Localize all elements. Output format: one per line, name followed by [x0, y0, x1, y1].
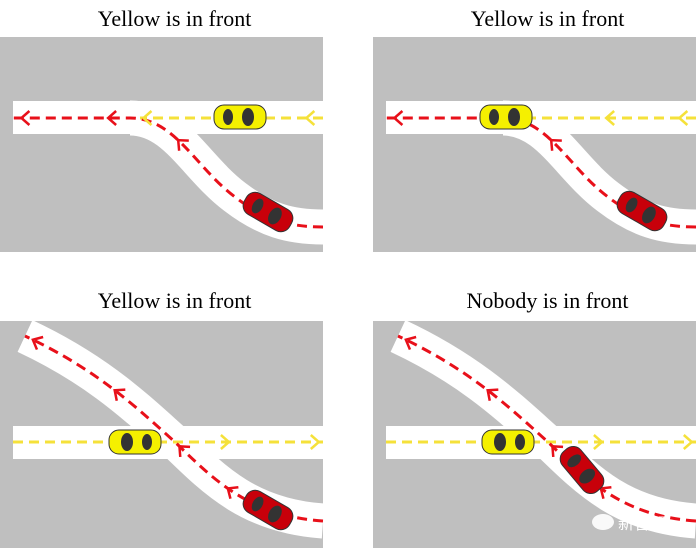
yellow-car-body — [108, 429, 162, 455]
red-car-window — [579, 468, 596, 484]
red-car-window — [625, 197, 638, 213]
panel-3 — [0, 320, 325, 548]
yellow-direction-arrow — [593, 434, 604, 450]
yellow-car-body — [481, 429, 535, 455]
panel-title-3: Yellow is in front — [97, 288, 252, 313]
yellow-direction-arrow — [220, 434, 231, 450]
yellow-direction-arrow — [604, 110, 615, 126]
red-car-window — [642, 206, 656, 224]
red-car — [242, 191, 294, 233]
yellow-car-body — [213, 104, 267, 130]
yellow-car-body — [479, 104, 533, 130]
red-car-window — [268, 505, 282, 523]
yellow-car — [108, 429, 162, 455]
panel-2 — [373, 37, 696, 252]
red-car-window — [251, 198, 264, 214]
yellow-car-window — [508, 108, 520, 126]
yellow-car-window — [489, 109, 499, 125]
yellow-direction-arrow — [677, 110, 689, 126]
red-direction-arrow — [404, 335, 417, 351]
panel-1 — [0, 37, 324, 252]
yellow-car — [481, 429, 535, 455]
panel-title-2: Yellow is in front — [470, 6, 625, 31]
yellow-car-window — [515, 434, 525, 450]
red-direction-arrow — [31, 335, 44, 351]
red-direction-arrow — [113, 388, 126, 401]
yellow-car-window — [142, 434, 152, 450]
yellow-car — [479, 104, 533, 130]
yellow-car-window — [121, 433, 133, 451]
red-car-window — [268, 207, 282, 225]
panel-title-1: Yellow is in front — [97, 6, 252, 31]
yellow-car-window — [494, 433, 506, 451]
red-car — [616, 190, 668, 232]
watermark: 新智驾 — [592, 510, 666, 534]
yellow-car-window — [242, 108, 254, 126]
red-car — [559, 445, 605, 495]
panel-4 — [373, 320, 696, 548]
red-direction-arrow — [19, 110, 31, 126]
wechat-icon — [592, 514, 614, 530]
red-direction-arrow — [226, 485, 239, 500]
red-car-window — [567, 454, 582, 468]
red-direction-arrow — [106, 110, 117, 126]
red-car-window — [251, 496, 264, 512]
yellow-direction-arrow — [682, 434, 694, 450]
red-car — [242, 489, 294, 531]
red-direction-arrow — [178, 444, 191, 458]
panel-title-4: Nobody is in front — [466, 288, 629, 313]
red-direction-arrow — [549, 138, 562, 151]
red-direction-arrow — [176, 138, 189, 151]
watermark-text: 新智驾 — [618, 514, 667, 533]
red-direction-arrow — [392, 110, 404, 126]
yellow-direction-arrow — [309, 434, 321, 450]
red-direction-arrow — [551, 444, 564, 458]
yellow-direction-arrow — [304, 110, 316, 126]
yellow-car — [213, 104, 267, 130]
yellow-direction-arrow — [141, 110, 153, 126]
red-direction-arrow — [486, 388, 499, 401]
yellow-car-window — [223, 109, 233, 125]
